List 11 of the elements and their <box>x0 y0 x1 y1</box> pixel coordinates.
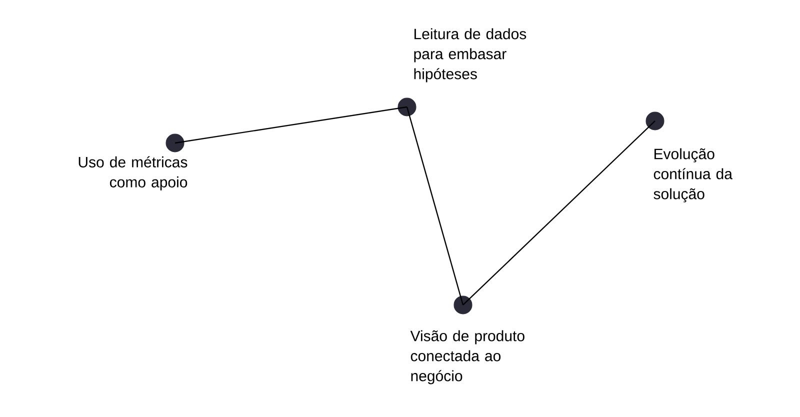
dot <box>398 98 416 116</box>
point-label: Uso de métricas como apoio <box>78 156 188 190</box>
connector-line <box>406 106 464 306</box>
connector-line <box>462 120 656 306</box>
connector-line <box>174 106 408 144</box>
dot <box>166 134 184 152</box>
point-label: Evolução contínua da solução <box>654 148 732 202</box>
dot <box>454 296 472 314</box>
point-label: Visão de produto conectada ao negócio <box>410 330 524 384</box>
point-label: Leitura de dados para embasar hipóteses <box>414 28 526 82</box>
dot <box>646 112 664 130</box>
